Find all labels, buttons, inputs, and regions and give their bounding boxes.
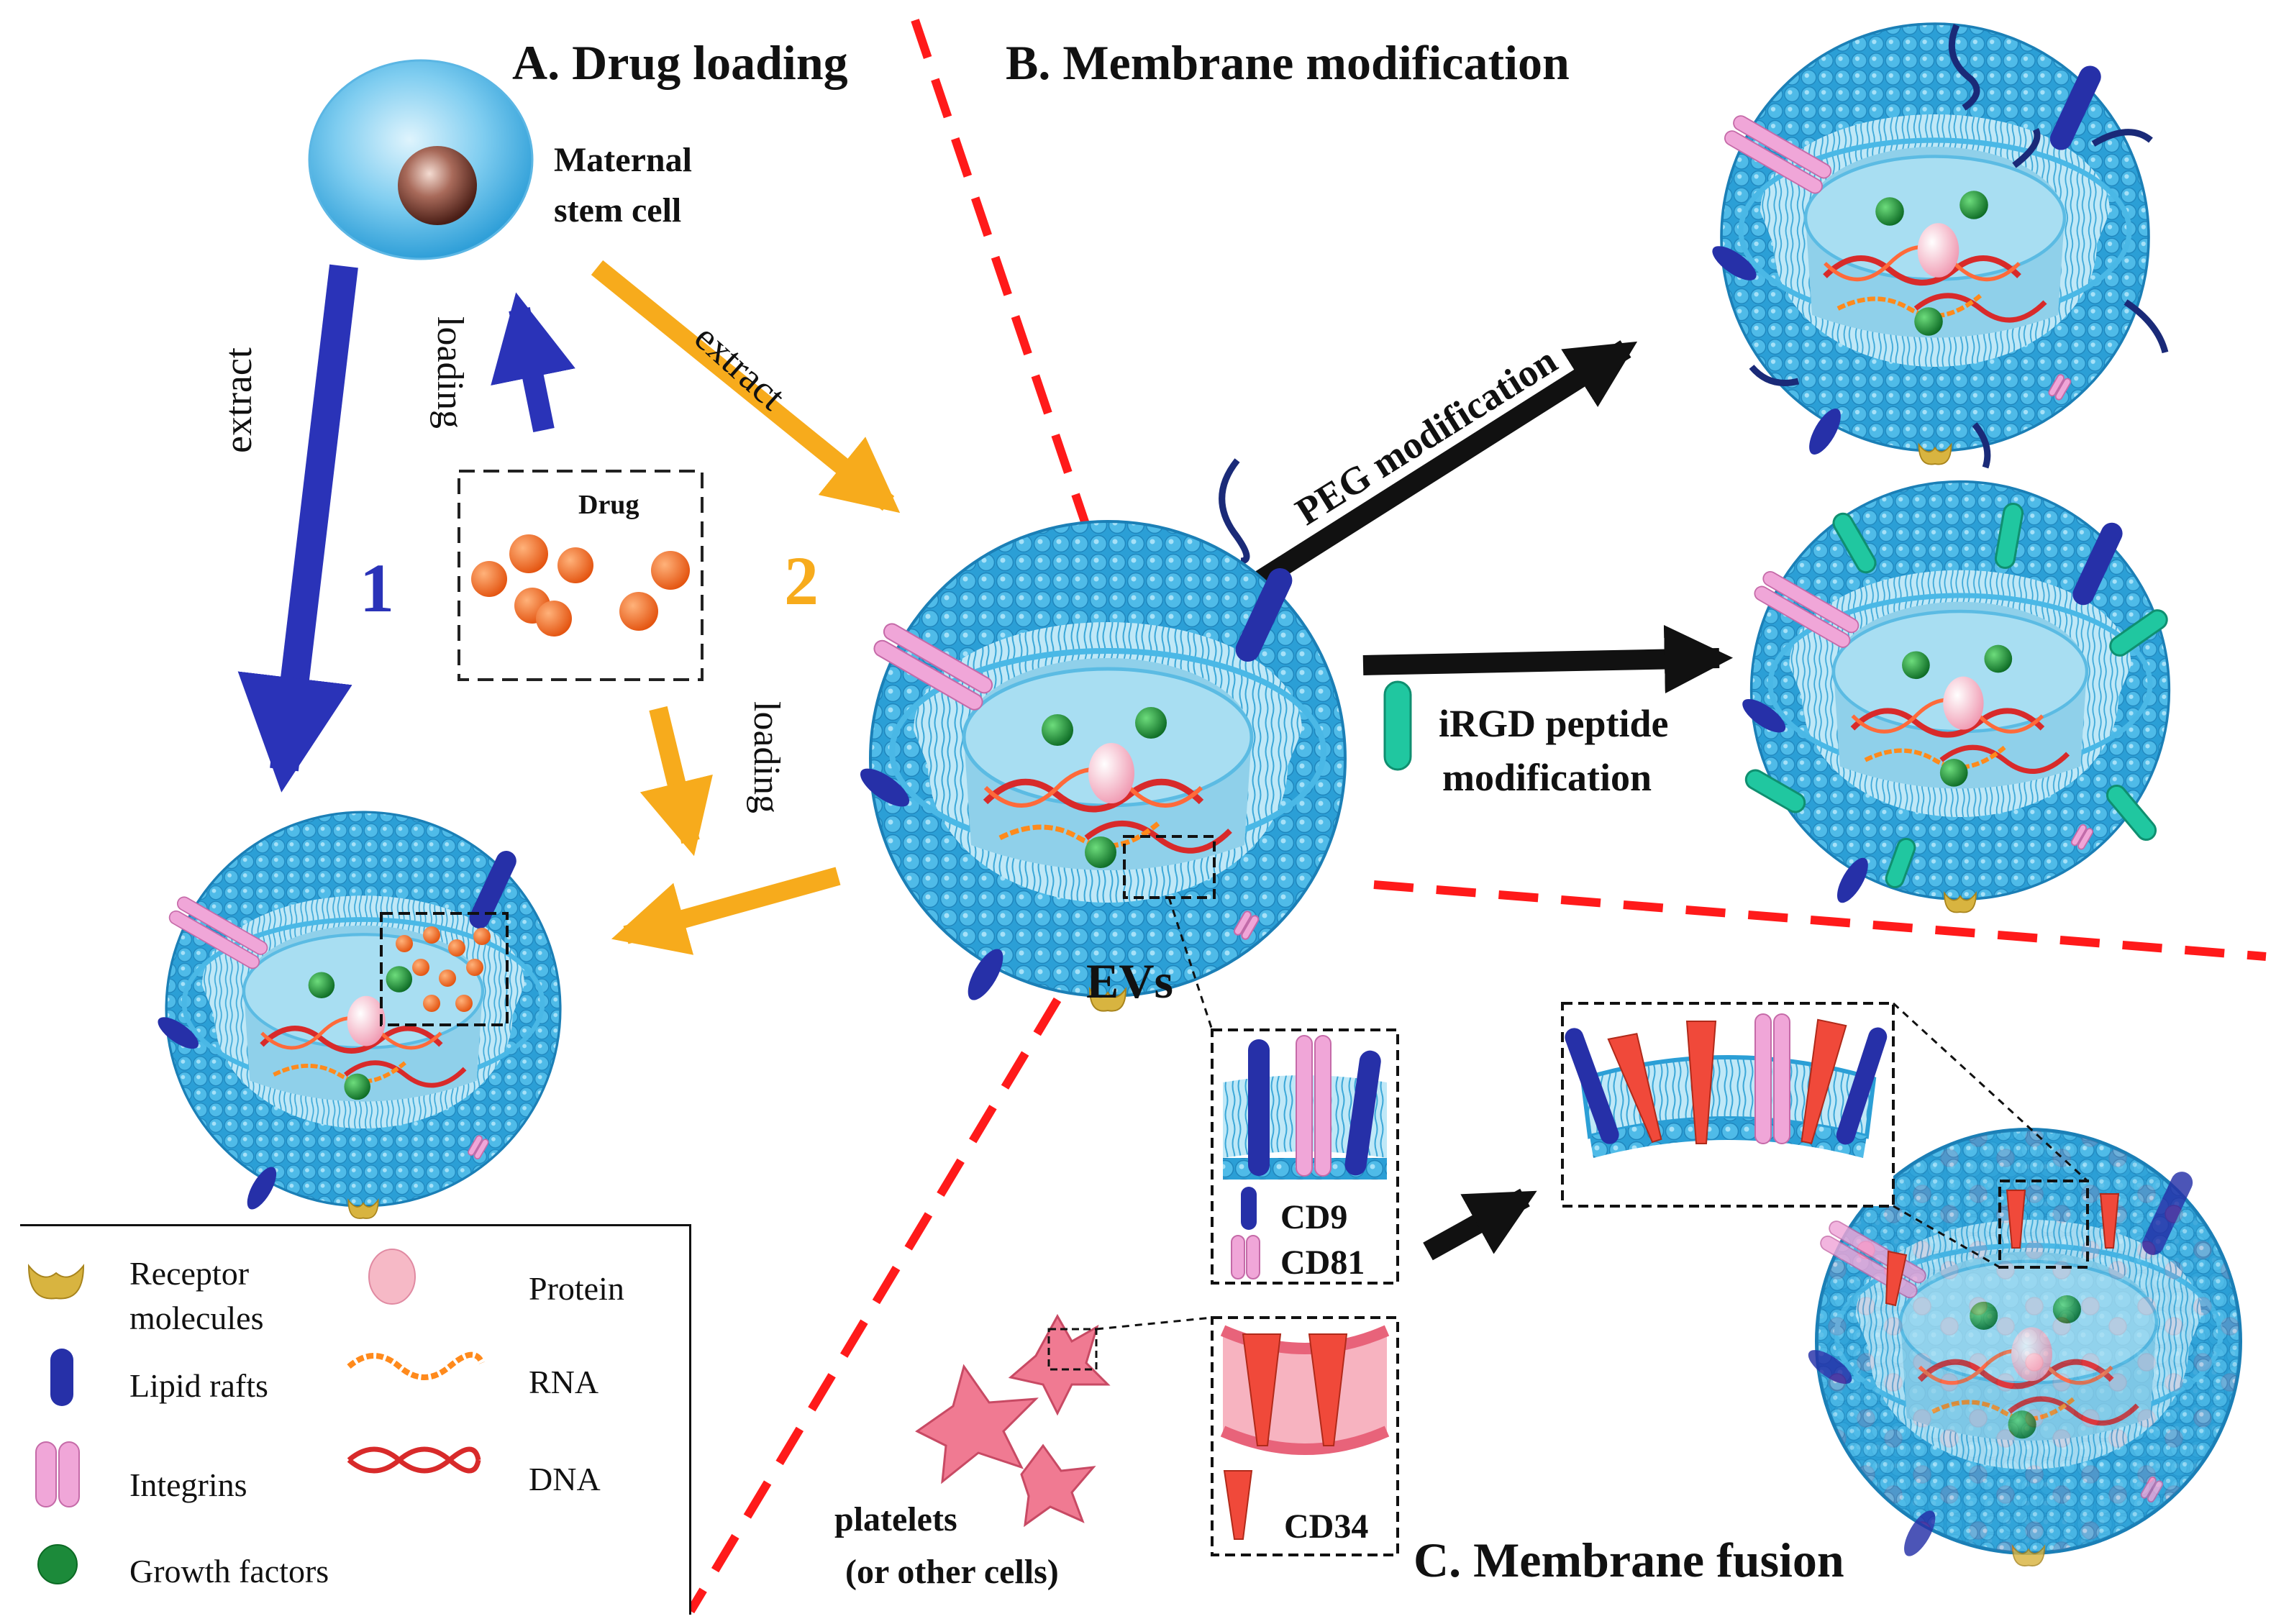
- platelets-label-2: (or other cells): [845, 1553, 1059, 1591]
- extract-left-label: extract: [217, 347, 260, 453]
- cd9-cd81-box: [1167, 897, 1399, 1285]
- legend-dna-label: DNA: [529, 1461, 601, 1497]
- irgd-label-1: iRGD peptide: [1439, 702, 1669, 745]
- growth-factor-icon: [37, 1544, 78, 1584]
- section-dividers: [686, 19, 2267, 1614]
- drug-particles: [471, 534, 690, 637]
- platelets: [915, 1313, 1213, 1528]
- integrin-icon: [35, 1441, 80, 1507]
- drug-loaded-ev: [153, 812, 560, 1218]
- section-c-title: C. Membrane fusion: [1414, 1533, 1844, 1587]
- legend-lipid-raft-label: Lipid rafts: [129, 1367, 268, 1404]
- cd9-label: CD9: [1280, 1198, 1348, 1236]
- irgd-label-2: modification: [1442, 756, 1652, 799]
- loading-top-label: loading: [429, 316, 470, 429]
- platelets-label-1: platelets: [834, 1500, 957, 1538]
- section-a-title: A. Drug loading: [512, 35, 848, 90]
- cd34-label: CD34: [1284, 1507, 1369, 1546]
- irgd-modified-ev: [1737, 482, 2170, 913]
- fused-ev: [1803, 1129, 2241, 1566]
- blue-arrows: [237, 264, 575, 793]
- drug-label: Drug: [578, 490, 639, 520]
- maternal-label-2: stem cell: [554, 191, 682, 229]
- zoom-line: [1892, 1002, 2089, 1182]
- legend-integrin-label: Integrins: [129, 1466, 247, 1503]
- cd81-label: CD81: [1280, 1244, 1365, 1282]
- lipid-raft-icon: [50, 1349, 73, 1406]
- black-arrows: [1253, 340, 1734, 1261]
- maternal-label-1: Maternal: [554, 141, 692, 179]
- peg-polymer-icon: [1219, 458, 1250, 565]
- legend-growth-factor-label: Growth factors: [129, 1553, 329, 1589]
- orange-arrows: [591, 260, 901, 955]
- dna-icon: [347, 1446, 481, 1474]
- legend-receptor-label: Receptor molecules: [129, 1255, 264, 1336]
- legend-protein-label: Protein: [529, 1270, 624, 1307]
- drug-box: [458, 470, 704, 681]
- legend-panel: [20, 1224, 691, 1615]
- route-1-label: 1: [360, 549, 394, 626]
- fused-membrane-box: [1561, 1002, 1895, 1208]
- receptor-icon: [27, 1264, 85, 1300]
- rna-icon: [347, 1351, 485, 1380]
- peg-modified-ev: [1707, 24, 2169, 469]
- route-2-label: 2: [784, 542, 819, 619]
- section-b-title: B. Membrane modification: [1006, 35, 1570, 90]
- loading-bottom-label: loading: [746, 701, 787, 813]
- evs-label: EVs: [1086, 954, 1173, 1008]
- protein-icon: [368, 1249, 416, 1305]
- cd34-box: [1211, 1316, 1399, 1556]
- legend-rna-label: RNA: [529, 1364, 599, 1400]
- irgd-peptide-icon: [1383, 680, 1412, 771]
- maternal-stem-cell: [308, 59, 534, 260]
